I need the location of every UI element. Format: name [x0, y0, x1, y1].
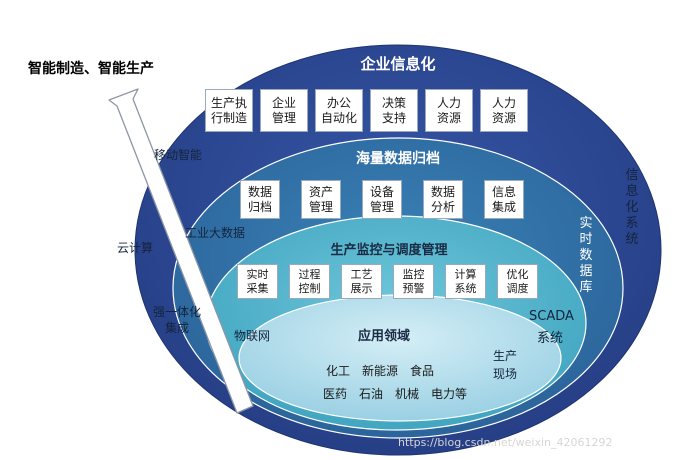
archive-box-row: 数据 归档 资产 管理 设备 管理 数据 分析 信息 集成 — [240, 180, 545, 219]
archive-box: 信息 集成 — [484, 180, 524, 219]
layer-archive-title: 海量数据归档 — [356, 151, 440, 167]
side-label-mobile: 移动智能 — [154, 148, 203, 162]
enterprise-box-row: 生产执 行制造 企业 管理 办公 自动化 决策 支持 人力 资源 人力 资源 — [205, 89, 535, 132]
layer-monitoring-side-label-2: 系统 — [537, 331, 564, 346]
layer-application-side-label-2: 现场 — [493, 367, 518, 381]
side-label-industrial-bigdata: 工业大数据 — [185, 226, 246, 240]
side-label-iot: 物联网 — [234, 329, 271, 343]
enterprise-box: 生产执 行制造 — [205, 89, 253, 132]
application-fields-line-1: 化工 新能源 食品 — [326, 364, 435, 378]
enterprise-box: 人力 资源 — [425, 89, 473, 132]
archive-box: 资产 管理 — [301, 180, 341, 219]
archive-box: 数据 分析 — [423, 180, 463, 219]
enterprise-box: 企业 管理 — [260, 89, 308, 132]
layer-monitoring-side-label: SCADA — [529, 309, 574, 324]
side-label-integration: 强一体化 — [153, 305, 202, 319]
application-fields-line-2: 医药 石油 机械 电力等 — [323, 387, 468, 401]
growth-arrow — [108, 88, 254, 414]
archive-box: 设备 管理 — [362, 180, 402, 219]
monitoring-box: 实时 采集 — [237, 264, 278, 299]
layer-enterprise-side-label: 信息化系统 — [625, 168, 639, 247]
monitoring-box: 计算 系统 — [445, 264, 486, 299]
layer-enterprise-title: 企业信息化 — [360, 55, 436, 73]
side-label-integration-2: 集成 — [165, 321, 190, 335]
side-label-cloud: 云计算 — [117, 241, 154, 255]
enterprise-box: 决策 支持 — [370, 89, 418, 132]
monitoring-box: 过程 控制 — [289, 264, 330, 299]
monitoring-box-row: 实时 采集 过程 控制 工艺 展示 监控 预警 计算 系统 优化 调度 — [237, 264, 549, 299]
monitoring-box: 监控 预警 — [393, 264, 434, 299]
layer-monitoring-title: 生产监控与调度管理 — [330, 243, 448, 258]
monitoring-box: 优化 调度 — [497, 264, 538, 299]
layer-application-title: 应用领域 — [357, 329, 411, 344]
layer-application-side-label: 生产 — [493, 349, 518, 363]
archive-box: 数据 归档 — [240, 180, 280, 219]
enterprise-box: 办公 自动化 — [315, 89, 363, 132]
layer-archive-side-label: 实时数据库 — [579, 216, 593, 295]
watermark: https://blog.csdn.net/weixin_42061292 — [398, 436, 613, 449]
headline: 智能制造、智能生产 — [28, 61, 154, 77]
monitoring-box: 工艺 展示 — [341, 264, 382, 299]
enterprise-box: 人力 资源 — [480, 89, 528, 132]
